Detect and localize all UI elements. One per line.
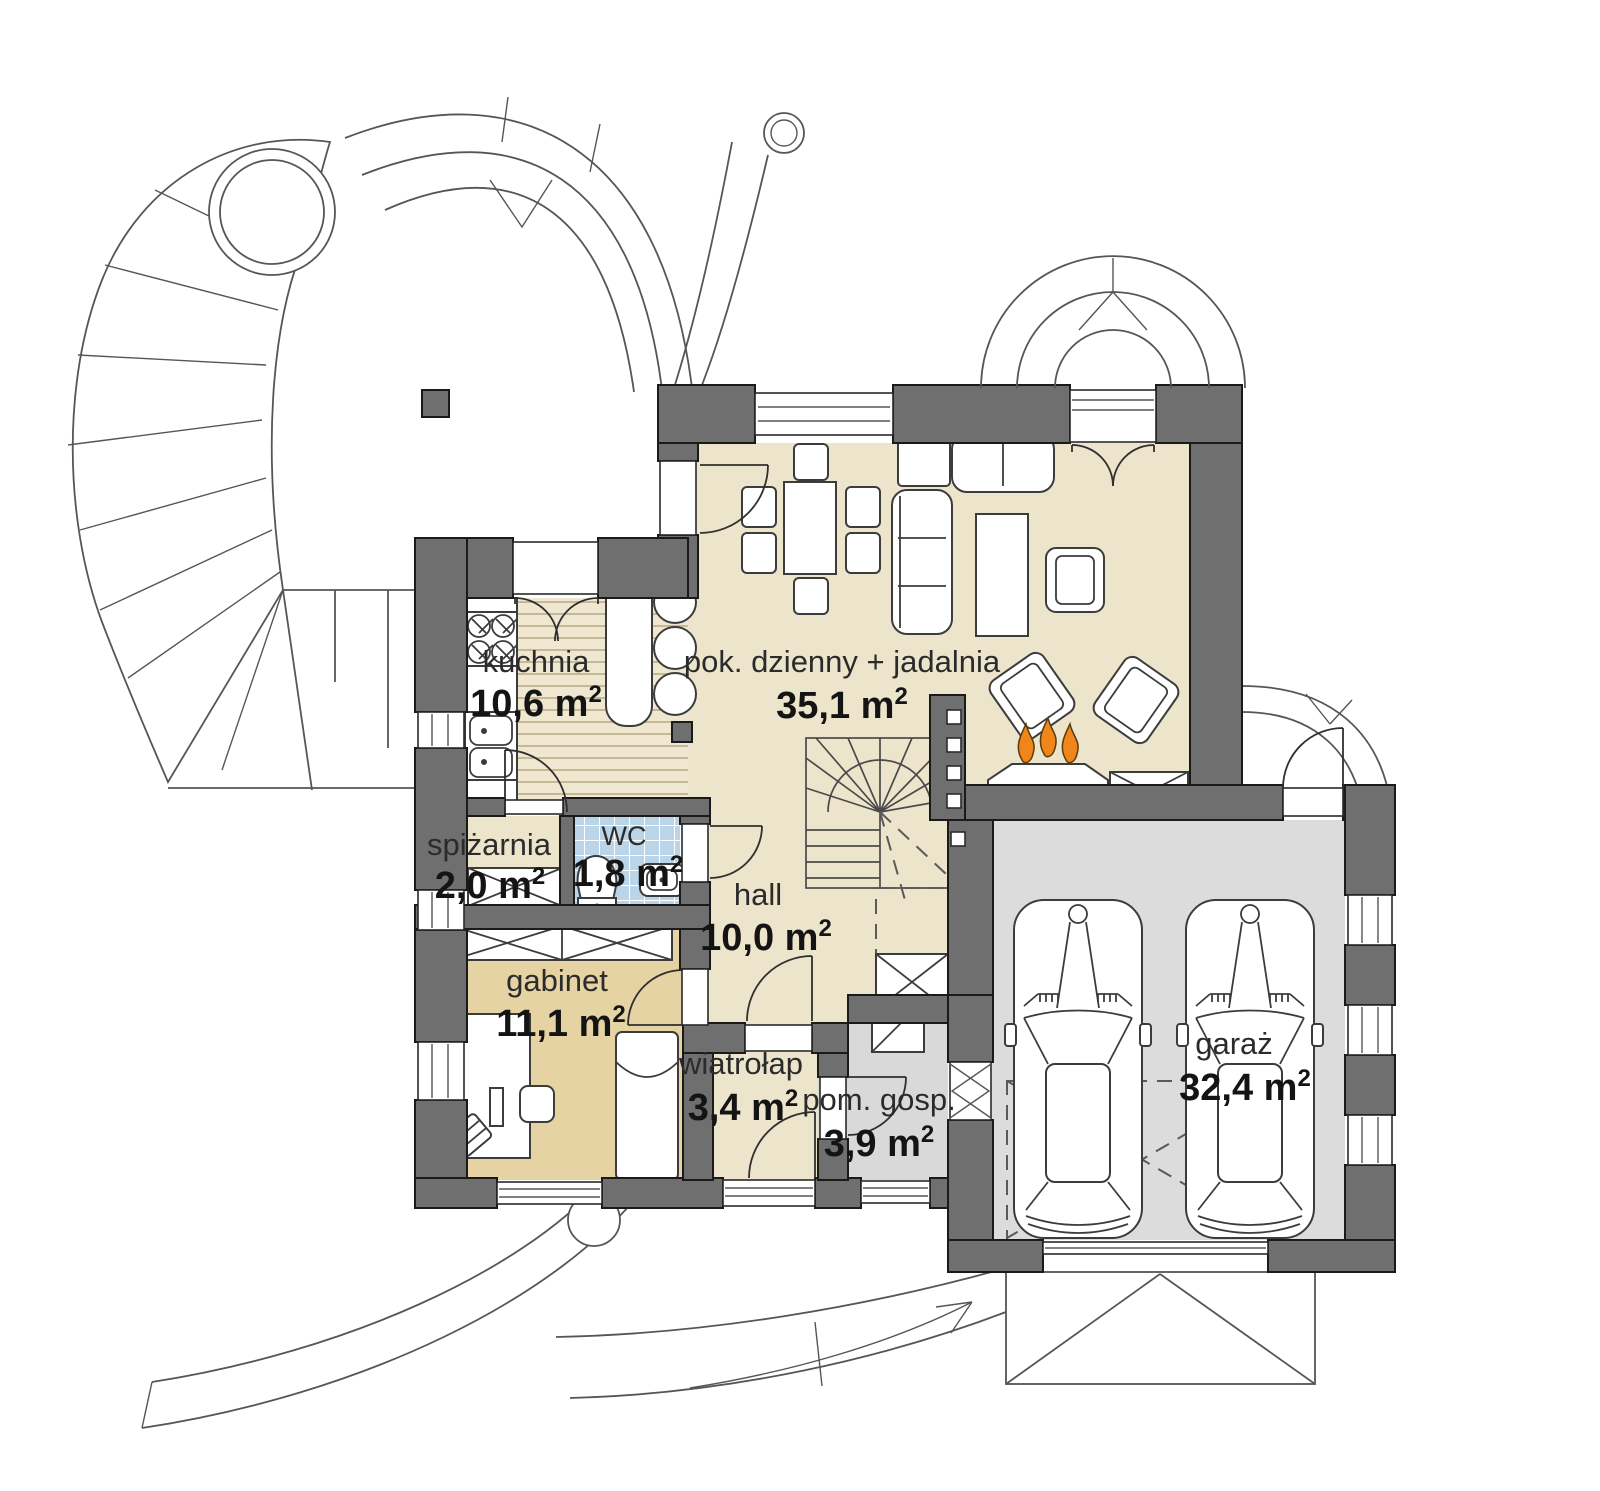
tower-inner — [219, 159, 325, 265]
label-pom-gosp: pom. gosp. — [802, 1082, 955, 1117]
kitchen-fixtures — [464, 565, 697, 803]
garage-door-opening — [1042, 1241, 1269, 1255]
side-door-garage-wall — [1282, 727, 1344, 817]
arched-entry — [980, 255, 1246, 487]
dining-chair — [741, 532, 777, 574]
sink-icon — [464, 711, 518, 781]
door-spizarnia — [504, 749, 568, 815]
stove-icon — [464, 611, 518, 667]
bar-stool — [653, 626, 697, 670]
daybed — [615, 1031, 679, 1181]
desk-chair — [519, 1085, 555, 1123]
patio-post — [421, 389, 450, 418]
area-gabinet: 11,1 m2 — [496, 1001, 626, 1045]
window-kitchen-left — [417, 711, 465, 749]
area-pok-dzienny: 35,1 m2 — [776, 683, 908, 727]
column — [763, 112, 805, 154]
windows — [417, 392, 1393, 1255]
monitor — [489, 1087, 504, 1127]
doors — [504, 255, 1344, 1207]
wall-niches — [946, 709, 966, 847]
label-hall: hall — [734, 877, 782, 912]
armchair-rotated — [988, 651, 1076, 741]
door-wiatrolap — [744, 955, 813, 1052]
staircase — [805, 737, 951, 1011]
window-living-top — [754, 392, 894, 436]
french-doors — [1071, 444, 1155, 487]
area-hall: 10,0 m2 — [700, 915, 832, 959]
front-walkway — [141, 1182, 1007, 1429]
door-wc — [681, 823, 763, 883]
sofa-set — [891, 433, 1180, 745]
front-door — [722, 1111, 816, 1207]
door-pom-gosp — [819, 1076, 907, 1140]
garage-canopy — [1005, 1271, 1316, 1385]
gabinet-wardrobe — [451, 925, 673, 961]
armchair — [1045, 547, 1105, 613]
label-pok-dzienny: pok. dzienny + jadalnia — [684, 644, 1001, 679]
coffee-table — [975, 513, 1029, 637]
terrace-and-exterior — [67, 96, 1393, 1429]
window-garage-right-2 — [1347, 1004, 1393, 1056]
armchair-rotated — [1092, 655, 1180, 745]
area-spizarnia: 2,0 m2 — [435, 863, 546, 907]
label-wiatrolap: wiatrołap — [678, 1046, 803, 1081]
label-wc: WC — [602, 821, 647, 851]
car-left — [1004, 899, 1152, 1239]
pergola-v-mark — [489, 179, 553, 229]
window-gabinet-bottom — [496, 1181, 603, 1205]
dining-chair — [845, 532, 881, 574]
area-wiatrolap: 3,4 m2 — [688, 1085, 799, 1129]
label-spizarnia: spiżarnia — [427, 827, 552, 862]
area-pom-gosp: 3,9 m2 — [824, 1121, 935, 1165]
pergola-band — [344, 96, 693, 393]
dining-chair — [793, 443, 829, 481]
window-gabinet-left — [417, 1041, 465, 1101]
dining-table — [783, 481, 837, 575]
area-kuchnia: 10,6 m2 — [470, 681, 602, 725]
sofa-three-seat — [891, 489, 953, 635]
window-spizarnia-left — [417, 889, 465, 931]
terrace-patio-lines — [168, 589, 430, 791]
dining-chair — [793, 577, 829, 615]
window-garage-right-1 — [1347, 894, 1393, 946]
door-gabinet — [627, 968, 709, 1026]
kitchen-flue — [671, 721, 693, 743]
door-kitchen-terrace — [512, 541, 599, 642]
label-kuchnia: kuchnia — [483, 644, 591, 679]
label-garaz: garaż — [1195, 1026, 1273, 1061]
dining-set — [741, 443, 881, 615]
area-wc: 1,8 m2 — [573, 851, 684, 895]
entry-arc-band — [673, 112, 805, 391]
door-living-terrace — [659, 460, 769, 536]
bar-stool — [653, 672, 697, 716]
window-garage-right-3 — [1347, 1114, 1393, 1166]
window-pom-gosp-bottom — [860, 1180, 931, 1204]
tower-outline — [208, 148, 336, 276]
area-garaz: 32,4 m2 — [1179, 1065, 1311, 1109]
dining-chair — [845, 486, 881, 528]
room-labels: kuchnia 10,6 m2 pok. dzienny + jadalnia … — [427, 644, 1311, 1165]
dining-chair — [741, 486, 777, 528]
label-gabinet: gabinet — [506, 963, 608, 998]
door-garage-interior — [949, 1061, 992, 1121]
entry-arrow — [689, 1301, 973, 1389]
